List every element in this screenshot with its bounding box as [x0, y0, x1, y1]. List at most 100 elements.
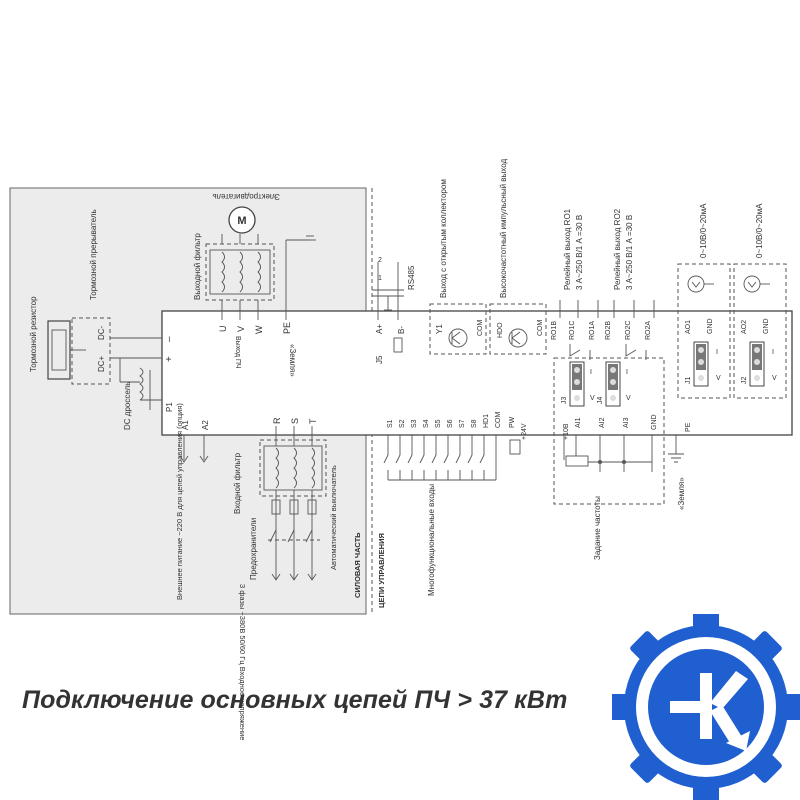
minus-terminal-label: –	[164, 336, 175, 342]
plus-terminal-label: +	[164, 356, 175, 362]
fs-gnd-label: GND	[651, 414, 658, 430]
j1-label: J1	[685, 377, 692, 385]
ro1a-label: RO1A	[589, 321, 596, 340]
ao1-box	[677, 263, 731, 399]
ground1-label: «Земля»	[288, 344, 297, 377]
open-collector-box	[429, 303, 487, 355]
in-t-label: T	[308, 418, 318, 424]
pch-out-label: Выход ПЧ	[234, 336, 241, 369]
k-logo-icon	[612, 614, 800, 800]
k-mark-icon	[670, 671, 750, 751]
freq-set-label: Задание частоты	[593, 496, 602, 560]
input-s8: S8	[471, 419, 478, 428]
j5-label: J5	[375, 355, 384, 364]
a1-terminal-label: A1	[181, 420, 190, 430]
out-pe-label: PE	[282, 322, 292, 334]
ro2c-label: RO2C	[625, 321, 632, 340]
j1-i-label: I	[716, 349, 718, 356]
jumper-j2	[749, 341, 765, 387]
j3-label: J3	[561, 397, 568, 405]
pe-label: PE	[685, 422, 692, 432]
input-s2: S2	[399, 419, 406, 428]
ground-icon	[668, 453, 684, 463]
open-collector-label: Выход с открытым коллектором	[439, 179, 448, 298]
relay1-label: Релейный выход RO1	[563, 208, 572, 290]
j3-v-label: V	[590, 395, 595, 402]
fuses-label: Предохранители	[249, 518, 258, 580]
multi-inputs-label: Многофункциональные входы	[427, 484, 436, 596]
ro2a-label: RO2A	[645, 321, 652, 340]
hdo-label: HDO	[497, 322, 504, 338]
p1-terminal-label: P1	[165, 402, 174, 412]
ro1b-label: RO1B	[551, 321, 558, 340]
j2-label: J2	[741, 377, 748, 385]
relay1-rating: 3 А~250 В/1 А =30 В	[575, 215, 584, 290]
input-s4: S4	[423, 419, 430, 428]
dc-plus-label: DC+	[97, 355, 106, 372]
ao1-gnd-label: GND	[707, 318, 714, 334]
dc-choke-label: DC дроссель	[123, 382, 132, 430]
input-s6: S6	[447, 419, 454, 428]
y1-label: Y1	[435, 324, 444, 334]
mains-label: 3 фазы ~380В 50/60 Гц Входное напряжение	[238, 584, 247, 740]
ao-range1-label: 0~10В/0~20мА	[699, 203, 708, 258]
output-filter	[205, 234, 316, 320]
relay2-rating: 3 А~250 В/1 А =30 В	[625, 215, 634, 290]
oc-transistor-icon	[448, 328, 468, 348]
j2-v-label: V	[772, 375, 777, 382]
relay2-label: Релейный выход RO2	[613, 208, 622, 290]
ao2-box	[733, 263, 787, 399]
input-s5: S5	[435, 419, 442, 428]
j4-v-label: V	[626, 395, 631, 402]
j5-pin-1: 1	[378, 275, 382, 282]
input-hd1: HD1	[483, 414, 490, 428]
rs485-port	[372, 262, 404, 353]
input-com: COM	[495, 412, 502, 429]
pw-label: PW	[509, 416, 516, 428]
potentiometer	[563, 435, 653, 472]
ro2b-label: RO2B	[605, 321, 612, 340]
ao-range2-label: 0~10В/0~20мА	[755, 203, 764, 258]
hdo-transistor-icon	[508, 328, 528, 348]
ai2-label: AI2	[599, 417, 606, 428]
hs-output-label: Высокочастотный импульсный выход	[499, 159, 508, 298]
brake-resistor-label: Тормозной резистор	[29, 296, 38, 372]
ext-power-label: Внешнее питание ~220 В для цепей управле…	[175, 403, 184, 600]
breaker-label: Автоматический выключатель	[329, 465, 338, 570]
out-u-label: U	[218, 326, 228, 333]
brake-assembly	[47, 317, 162, 410]
dc-minus-label: DC-	[97, 325, 106, 340]
relay-contacts	[559, 300, 655, 360]
input-filter	[259, 426, 327, 581]
brake-chopper-label: Тормозной прерыватель	[89, 209, 98, 300]
j2-i-label: I	[772, 349, 774, 356]
a2-terminal-label: A2	[201, 420, 210, 430]
j1-v-label: V	[716, 375, 721, 382]
ext-power-lines	[179, 435, 209, 463]
caption: Подключение основных цепей ПЧ > 37 кВт	[22, 686, 568, 714]
power-part-label: СИЛОВАЯ ЧАСТЬ	[353, 532, 362, 598]
input-filter-label: Входной фильтр	[233, 452, 242, 514]
j3-i-label: I	[590, 369, 592, 376]
ai3-label: AI3	[623, 417, 630, 428]
j5-pin-2: 2	[378, 257, 382, 264]
ao1-label: AO1	[685, 320, 692, 334]
rs485-label: RS485	[407, 265, 416, 290]
motor-symbol	[228, 206, 256, 234]
out-v-label: V	[236, 326, 246, 332]
input-s7: S7	[459, 419, 466, 428]
p10v-label: +10В	[563, 423, 570, 440]
in-s-label: S	[290, 418, 300, 424]
jumper-j3	[569, 361, 585, 407]
in-r-label: R	[272, 417, 282, 424]
out-w-label: W	[254, 325, 264, 334]
p24-label: +24V	[521, 423, 528, 440]
motor-m-label: M	[237, 215, 246, 227]
gear-icon	[612, 614, 800, 800]
hdo-com-label: COM	[537, 320, 544, 337]
jumper-j4	[605, 361, 621, 407]
j4-label: J4	[597, 397, 604, 405]
b-minus-label: B-	[397, 326, 406, 334]
inverter-body	[161, 310, 793, 436]
